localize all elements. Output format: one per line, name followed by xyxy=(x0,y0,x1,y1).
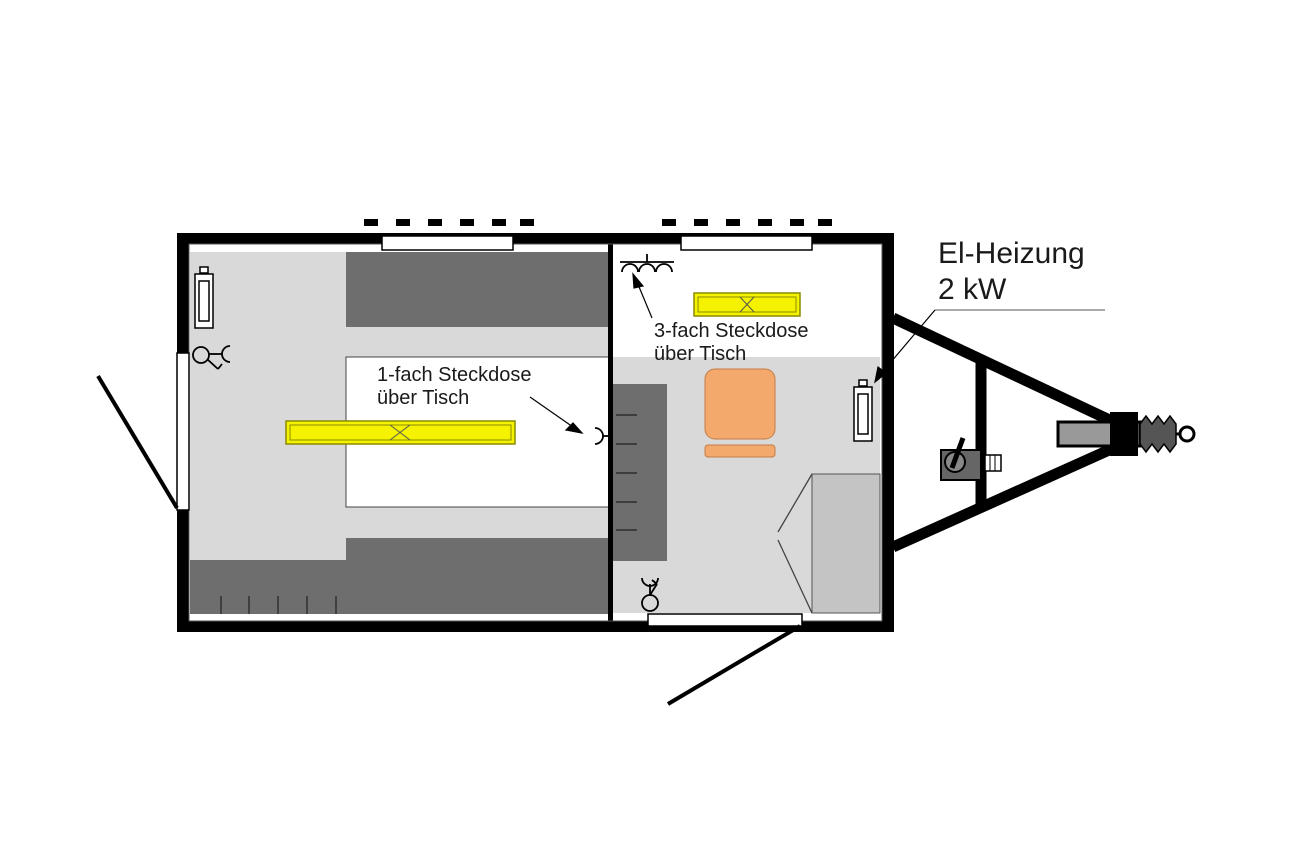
cabinet-ticks xyxy=(220,596,337,614)
heater-right-icon xyxy=(853,379,873,442)
heater-left-icon xyxy=(194,266,214,329)
triple-socket-label-line2: über Tisch xyxy=(654,343,747,365)
roof-dash-marks xyxy=(364,219,832,226)
cabinet-bottom-left xyxy=(190,560,368,614)
outer-walls xyxy=(177,233,894,632)
windows xyxy=(381,235,813,627)
wardrobe xyxy=(811,473,881,614)
tow-ball-icon xyxy=(1178,425,1196,443)
shelf-ticks xyxy=(616,414,637,531)
light-switch-left-icon xyxy=(192,345,231,370)
wardrobe-door-swing xyxy=(777,473,813,614)
side-door-swing xyxy=(666,624,802,706)
bench-top xyxy=(346,252,611,327)
tow-coupling-block xyxy=(1110,412,1138,456)
heater-label-line2: 2 kW xyxy=(938,273,1007,306)
single-socket-label-line1: 1-fach Steckdose xyxy=(377,364,532,386)
entry-door-opening xyxy=(176,352,190,511)
triple-socket-label-line1: 3-fach Steckdose xyxy=(654,320,809,342)
single-socket-label: 1-fach Steckdose über Tisch xyxy=(377,364,532,410)
annotation-arrows xyxy=(529,272,1105,434)
ceiling-lamp-left xyxy=(285,420,516,445)
heater-label-line1: El-Heizung xyxy=(938,237,1085,270)
light-switch-right-icon xyxy=(641,577,659,612)
chair-back xyxy=(704,444,776,458)
single-socket-label-line2: über Tisch xyxy=(377,387,470,409)
triple-socket-label: 3-fach Steckdose über Tisch xyxy=(654,320,809,366)
entry-door-swing xyxy=(96,374,179,510)
heater-label: El-Heizung 2 kW xyxy=(938,236,1085,308)
ceiling-lamp-right xyxy=(693,292,801,317)
tow-coupling-bellows xyxy=(1139,414,1177,454)
support-wheel-icon xyxy=(940,437,1002,481)
bench-bottom-right xyxy=(346,538,611,614)
single-socket-icon xyxy=(594,427,609,445)
chair-seat xyxy=(704,368,776,440)
triple-socket-icon xyxy=(620,254,674,273)
